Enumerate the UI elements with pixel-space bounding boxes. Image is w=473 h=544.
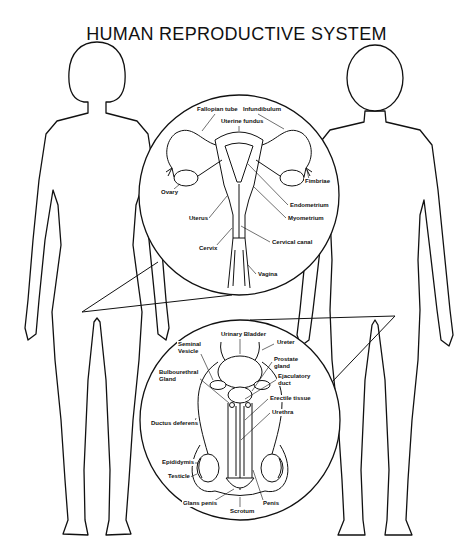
part-label: Infundibulum xyxy=(242,106,282,113)
leader-line xyxy=(241,413,270,440)
fallopian-tube xyxy=(262,130,311,168)
leader-line xyxy=(248,265,256,274)
zoom-circle xyxy=(139,95,339,295)
leader-line xyxy=(253,186,286,218)
bulbourethral-gland xyxy=(246,403,251,408)
bulbourethral-gland xyxy=(230,403,235,408)
epididymis xyxy=(199,458,282,478)
ductus-deferens xyxy=(198,362,218,454)
part-label: Ejaculatory duct xyxy=(277,373,315,386)
glans xyxy=(226,478,254,488)
zoom-line xyxy=(82,295,232,312)
part-label: Urinary Bladder xyxy=(220,331,267,338)
part-label: Epididymis xyxy=(161,459,195,466)
male-head xyxy=(347,45,403,111)
leader-line xyxy=(190,474,197,477)
part-label: Endometrium xyxy=(289,202,330,209)
female-anatomy xyxy=(166,114,312,288)
part-label: Seminal Vesicle xyxy=(177,341,205,354)
cervical-canal xyxy=(239,184,240,238)
testicle xyxy=(261,454,283,482)
fallopian-tube xyxy=(167,130,216,168)
zoom-line xyxy=(332,316,395,382)
leader-line xyxy=(240,497,241,507)
prostate xyxy=(228,387,252,403)
part-label: Vagina xyxy=(257,271,278,278)
part-label: Ureter xyxy=(276,339,296,346)
part-label: Ovary xyxy=(160,189,179,196)
part-label: Fallopian tube xyxy=(196,106,239,113)
testicle xyxy=(197,454,219,482)
part-label: Fimbriae xyxy=(304,178,331,185)
part-label: Uterine fundus xyxy=(220,118,264,125)
leader-line xyxy=(240,339,241,354)
leader-line xyxy=(202,114,215,131)
zoom-circle xyxy=(140,320,340,520)
endometrium xyxy=(225,143,253,182)
leader-line xyxy=(200,352,213,380)
vagina xyxy=(228,238,250,288)
part-label: Cervical canal xyxy=(271,239,313,246)
leader-line xyxy=(245,399,268,420)
part-label: Uterus xyxy=(188,215,209,222)
leader-line xyxy=(209,196,227,218)
part-label: Cervix xyxy=(198,245,218,252)
leader-lines xyxy=(174,114,310,274)
leader-lines xyxy=(190,339,276,507)
ovarian-ligament xyxy=(198,160,280,176)
leader-line xyxy=(241,226,270,242)
body-silhouettes xyxy=(25,42,453,535)
part-label: Penis xyxy=(262,500,280,507)
part-label: Bulbourethral Gland xyxy=(158,369,200,382)
female-silhouette xyxy=(25,42,169,535)
leader-line xyxy=(262,344,274,350)
title: HUMAN REPRODUCTIVE SYSTEM xyxy=(0,24,473,45)
zoom-line xyxy=(250,316,395,320)
part-label: Scrotum xyxy=(229,508,255,515)
leader-line xyxy=(239,126,240,131)
leader-line xyxy=(199,378,229,403)
part-label: Myometrium xyxy=(287,215,325,222)
part-label: Ductus deferens xyxy=(150,420,199,427)
part-label: Glans penis xyxy=(182,500,218,507)
ovary xyxy=(280,170,304,186)
part-label: Testicle xyxy=(167,473,191,480)
uterus xyxy=(215,132,263,238)
leader-line xyxy=(216,228,232,246)
penis xyxy=(228,403,252,490)
ovary xyxy=(174,170,198,186)
seminal-vesicle xyxy=(210,381,226,390)
part-label: Urethra xyxy=(271,409,294,416)
leader-line xyxy=(248,164,288,205)
leader-line xyxy=(252,362,272,391)
leader-line xyxy=(253,470,263,500)
part-label: Prostate gland xyxy=(273,356,305,369)
part-label: Erectile tissue xyxy=(269,395,312,402)
